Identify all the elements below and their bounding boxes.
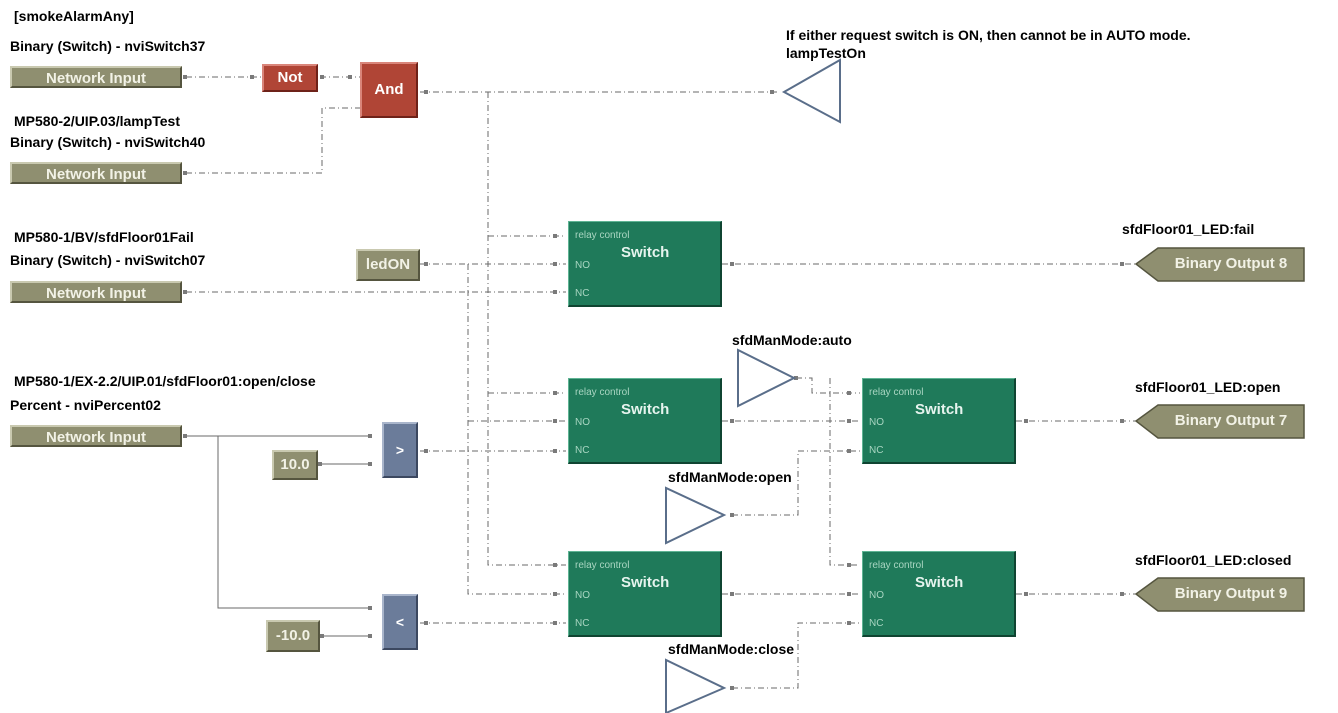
close-mode-triangle xyxy=(665,658,727,713)
nc-port: NC xyxy=(575,288,590,299)
switch-block-fail[interactable]: relay control Switch NO NC xyxy=(568,221,722,307)
and-block[interactable]: And xyxy=(360,62,418,118)
input3-path-label: MP580-1/BV/sfdFloor01Fail xyxy=(14,229,194,245)
binary-output-9[interactable]: Binary Output 9 xyxy=(1174,585,1288,602)
bo7-shape xyxy=(1134,404,1305,439)
relay-control-port: relay control xyxy=(575,560,630,571)
mode-auto-label: sfdManMode:auto xyxy=(732,332,852,348)
constant-positive[interactable]: 10.0 xyxy=(272,450,318,480)
switch-block-open-1[interactable]: relay control Switch NO NC xyxy=(568,378,722,464)
switch-title: Switch xyxy=(621,244,670,261)
switch-title: Switch xyxy=(915,574,964,591)
binary-output-7[interactable]: Binary Output 7 xyxy=(1174,412,1288,429)
switch-block-closed-1[interactable]: relay control Switch NO NC xyxy=(568,551,722,637)
not-block[interactable]: Not xyxy=(262,64,318,92)
switch-block-closed-2[interactable]: relay control Switch NO NC xyxy=(862,551,1016,637)
relay-control-port: relay control xyxy=(575,387,630,398)
bo9-shape xyxy=(1134,577,1305,612)
input3-desc-label: Binary (Switch) - nviSwitch07 xyxy=(10,252,206,268)
led-on-constant[interactable]: ledON xyxy=(356,249,420,281)
switch-block-open-2[interactable]: relay control Switch NO NC xyxy=(862,378,1016,464)
output-closed-label: sfdFloor01_LED:closed xyxy=(1135,552,1292,568)
relay-control-port: relay control xyxy=(869,560,924,571)
binary-output-shapes xyxy=(1134,247,1305,612)
input1-desc-label: Binary (Switch) - nviSwitch37 xyxy=(10,38,206,54)
mode-open-label: sfdManMode:open xyxy=(668,469,792,485)
nc-port: NC xyxy=(869,618,884,629)
no-port: NO xyxy=(575,417,590,428)
no-port: NO xyxy=(575,590,590,601)
auto-note-label: If either request switch is ON, then can… xyxy=(786,27,1191,43)
network-input-2[interactable]: Network Input xyxy=(10,162,182,184)
open-mode-triangle xyxy=(665,486,727,545)
mode-close-label: sfdManMode:close xyxy=(668,641,795,657)
input2-path-label: MP580-2/UIP.03/lampTest xyxy=(14,113,181,129)
input2-desc-label: Binary (Switch) - nviSwitch40 xyxy=(10,134,206,150)
bo8-shape xyxy=(1134,247,1305,282)
dashed-wires xyxy=(186,76,1138,689)
greater-than-block[interactable]: > xyxy=(382,422,418,478)
no-port: NO xyxy=(575,260,590,271)
relay-control-port: relay control xyxy=(575,230,630,241)
no-port: NO xyxy=(869,417,884,428)
input4-desc-label: Percent - nviPercent02 xyxy=(10,397,161,413)
input4-path-label: MP580-1/EX-2.2/UIP.01/sfdFloor01:open/cl… xyxy=(14,373,316,389)
binary-output-8[interactable]: Binary Output 8 xyxy=(1174,255,1288,272)
constant-negative[interactable]: -10.0 xyxy=(266,620,320,652)
solid-wires xyxy=(186,435,372,637)
relay-control-port: relay control xyxy=(869,387,924,398)
lamp-test-label: lampTestOn xyxy=(786,45,866,61)
switch-title: Switch xyxy=(915,401,964,418)
nc-port: NC xyxy=(575,618,590,629)
output-open-label: sfdFloor01_LED:open xyxy=(1135,379,1281,395)
auto-mode-triangle xyxy=(737,348,797,408)
network-input-4[interactable]: Network Input xyxy=(10,425,182,447)
network-input-1[interactable]: Network Input xyxy=(10,66,182,88)
switch-title: Switch xyxy=(621,574,670,591)
output-fail-label: sfdFloor01_LED:fail xyxy=(1122,221,1255,237)
switch-title: Switch xyxy=(621,401,670,418)
triangle-shapes xyxy=(665,58,841,713)
lamp-test-triangle xyxy=(781,58,841,124)
no-port: NO xyxy=(869,590,884,601)
network-input-3[interactable]: Network Input xyxy=(10,281,182,303)
less-than-block[interactable]: < xyxy=(382,594,418,650)
nc-port: NC xyxy=(575,445,590,456)
nc-port: NC xyxy=(869,445,884,456)
smoke-tag-label: [smokeAlarmAny] xyxy=(14,8,134,24)
